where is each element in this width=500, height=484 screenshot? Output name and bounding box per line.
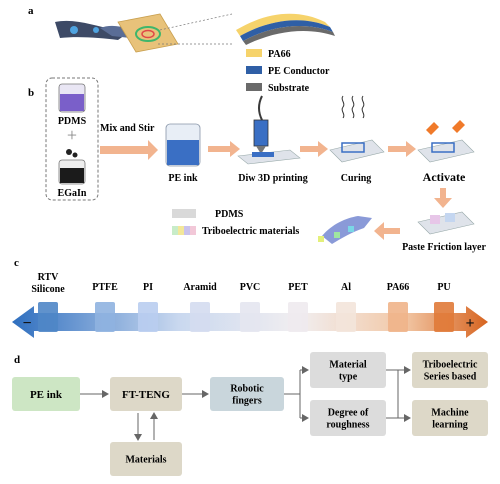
mix-and-stir-label: Mix and Stir bbox=[100, 123, 155, 134]
panel-label-d: d bbox=[14, 354, 20, 366]
robot-hand-with-sensors bbox=[318, 216, 372, 244]
legend-swatch-substrate bbox=[246, 83, 262, 91]
material-label-pi: PI bbox=[143, 282, 153, 293]
node-material-type bbox=[310, 352, 386, 388]
node-pe-ink bbox=[12, 377, 80, 411]
mix-arrow bbox=[100, 140, 158, 160]
egain-label: EGaIn bbox=[58, 188, 87, 199]
material-label-aramid: Aramid bbox=[183, 282, 217, 293]
printing-label: Diw 3D printing bbox=[238, 173, 307, 184]
activate-label: Activate bbox=[423, 170, 466, 184]
paste-label: Paste Friction layer bbox=[402, 242, 486, 253]
pdms-beaker bbox=[58, 83, 86, 113]
step-arrow-1 bbox=[208, 141, 240, 157]
pdms-label: PDMS bbox=[58, 116, 87, 127]
material-tile-pi bbox=[138, 302, 158, 332]
legend-swatch-tribo-2 bbox=[178, 226, 184, 235]
material-tile-rtv-silicone bbox=[38, 302, 58, 332]
node-text-materials: Materials bbox=[125, 455, 166, 466]
node-machine-learning bbox=[412, 400, 488, 436]
legend-label-tribo: Triboelectric materials bbox=[202, 226, 299, 237]
step-arrow-4 bbox=[434, 188, 452, 208]
node-robotic-fingers bbox=[210, 377, 284, 411]
material-tile-pu bbox=[434, 302, 454, 332]
pe-ink-beaker bbox=[165, 123, 201, 167]
node-text-pe-ink: PE ink bbox=[30, 389, 63, 401]
legend-label-substrate: Substrate bbox=[268, 83, 310, 94]
paste-illustration bbox=[417, 211, 475, 235]
legend-swatch-pe-conductor bbox=[246, 66, 262, 74]
step-arrow-3 bbox=[388, 141, 416, 157]
legend-swatch-tribo-4 bbox=[190, 226, 196, 235]
material-label-pu: PU bbox=[437, 282, 450, 293]
curing-label: Curing bbox=[341, 173, 372, 184]
material-tile-ptfe bbox=[95, 302, 115, 332]
egain-beaker bbox=[58, 149, 86, 185]
material-tile-al bbox=[336, 302, 356, 332]
layer-legend: PA66 PE Conductor Substrate bbox=[246, 49, 330, 94]
legend-swatch-tribo-3 bbox=[184, 226, 190, 235]
legend-label-pa66: PA66 bbox=[268, 49, 291, 60]
legend-swatch-pa66 bbox=[246, 49, 262, 57]
legend-label-pdms: PDMS bbox=[215, 209, 244, 220]
material-legend: PDMS Triboelectric materials bbox=[172, 209, 299, 237]
material-label-al: Al bbox=[341, 282, 351, 293]
material-tiles bbox=[38, 302, 454, 332]
node-roughness bbox=[310, 400, 386, 436]
step-arrow-2 bbox=[300, 141, 328, 157]
node-text-ft-teng: FT-TENG bbox=[122, 389, 170, 401]
panel-label-c: c bbox=[14, 257, 19, 269]
layer-stack-illustration bbox=[236, 13, 335, 45]
material-label-ptfe: PTFE bbox=[92, 282, 118, 293]
node-pe-ink-label: PE ink bbox=[30, 389, 63, 401]
printer-illustration bbox=[237, 95, 301, 165]
legend-swatch-tribo-1 bbox=[172, 226, 178, 235]
node-ft-teng bbox=[110, 377, 182, 411]
pe-ink-label: PE ink bbox=[168, 173, 198, 184]
node-ft-teng-label: FT-TENG bbox=[122, 389, 170, 401]
node-materials bbox=[110, 442, 182, 476]
activate-illustration bbox=[417, 120, 475, 163]
negative-sign: − bbox=[22, 315, 31, 332]
flow-connectors bbox=[80, 366, 411, 441]
inputs-dashed-box bbox=[45, 77, 99, 201]
material-tile-pvc bbox=[240, 302, 260, 332]
sensor-patch bbox=[117, 13, 179, 53]
material-tile-aramid bbox=[190, 302, 210, 332]
legend-label-pe-conductor: PE Conductor bbox=[268, 66, 330, 77]
material-label-pa66: PA66 bbox=[387, 282, 410, 293]
node-series-based bbox=[412, 352, 488, 388]
positive-sign: + bbox=[465, 315, 474, 332]
node-materials-label: Materials bbox=[125, 455, 166, 466]
panel-label-b: b bbox=[28, 87, 34, 99]
material-label-pvc: PVC bbox=[240, 282, 261, 293]
material-tile-pa66 bbox=[388, 302, 408, 332]
material-tile-pet bbox=[288, 302, 308, 332]
plus-sign: + bbox=[67, 125, 77, 145]
panel-label-a: a bbox=[28, 5, 34, 17]
material-label-pet: PET bbox=[288, 282, 308, 293]
legend-swatch-pdms bbox=[172, 209, 196, 218]
step-arrow-5 bbox=[374, 222, 400, 240]
curing-illustration bbox=[329, 95, 385, 163]
zoom-line-top bbox=[159, 13, 233, 31]
